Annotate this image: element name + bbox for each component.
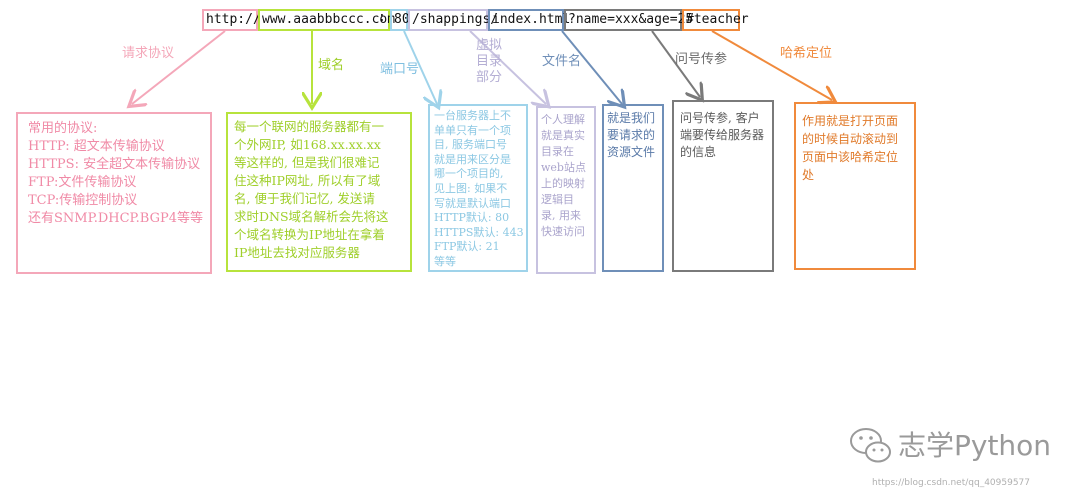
- domain-box-line: 每一个联网的服务器都有一: [234, 119, 385, 134]
- protocol-box-line: HTTP: 超文本传输协议: [28, 139, 165, 154]
- virtual-box-line: 上的映射: [541, 177, 585, 190]
- port-box-line: 目, 服务端口号: [434, 138, 507, 152]
- url-port-separator: :: [378, 10, 386, 25]
- query-box: 问号传参, 客户端要传给服务器的信息: [672, 100, 774, 272]
- url-hash: #teacher: [682, 9, 749, 31]
- port-box-line: HTTPS默认: 443: [434, 225, 524, 239]
- port-box-line: 一台服务器上不: [434, 109, 511, 122]
- arrow-hash: [711, 30, 832, 100]
- label-protocol: 请求协议: [122, 46, 175, 61]
- watermark-url: https://blog.csdn.net/qq_40959577: [872, 478, 1031, 488]
- hash-box-text: 作用就是打开页面的时候自动滚动到页面中该哈希定位处: [802, 114, 899, 182]
- wechat-icon: [850, 428, 891, 463]
- port-box-line: 等等: [434, 254, 456, 268]
- arrow-port: [403, 30, 437, 104]
- virtual-box: 个人理解 就是真实 目录在 web站点 上的映射 逻辑目 录, 用来 快速访问: [536, 106, 596, 274]
- protocol-box-line: HTTPS: 安全超文本传输协议: [28, 157, 201, 172]
- virtual-box-line: web站点: [541, 161, 586, 174]
- port-box-line: HTTP默认: 80: [434, 211, 510, 225]
- label-virtual: 虚拟 目录 部分: [476, 38, 502, 86]
- port-box: 一台服务器上不 单单只有一个项 目, 服务端口号 就是用来区分是 哪一个项目的,…: [428, 104, 528, 272]
- url-path: /shappings/: [408, 9, 498, 31]
- protocol-box: 常用的协议: HTTP: 超文本传输协议 HTTPS: 安全超文本传输协议 FT…: [16, 112, 212, 274]
- domain-box-line: 个域名转换为IP地址在拿着: [234, 227, 385, 242]
- label-virtual-line: 虚拟: [476, 38, 503, 53]
- port-box-line: 哪一个项目的,: [434, 167, 504, 181]
- virtual-box-line: 个人理解: [541, 113, 585, 126]
- protocol-box-line: FTP:文件传输协议: [28, 175, 137, 190]
- hash-box: 作用就是打开页面的时候自动滚动到页面中该哈希定位处: [794, 102, 916, 270]
- label-port: 端口号: [380, 62, 420, 77]
- port-box-line: 单单只有一个项: [434, 123, 511, 137]
- virtual-box-line: 快速访问: [541, 225, 585, 238]
- port-box-line: 写就是默认端口: [434, 196, 511, 210]
- protocol-box-line: 常用的协议:: [28, 121, 98, 136]
- domain-box-line: 等这样的, 但是我们很难记: [234, 155, 380, 170]
- virtual-box-line: 就是真实: [541, 129, 585, 142]
- domain-box-line: 名, 便于我们记忆, 发送请: [234, 191, 375, 206]
- query-box-text: 问号传参, 客户端要传给服务器的信息: [680, 111, 765, 159]
- file-box-line: 资源文件: [607, 145, 656, 159]
- arrow-query: [651, 30, 700, 97]
- label-domain: 域名: [318, 58, 345, 73]
- label-hash: 哈希定位: [780, 46, 833, 61]
- domain-box-line: 个外网IP, 如168.xx.xx.xx: [234, 137, 381, 152]
- arrow-file: [561, 30, 622, 104]
- domain-box-line: 住这种IP网址, 所以有了域: [234, 173, 381, 188]
- domain-box: 每一个联网的服务器都有一 个外网IP, 如168.xx.xx.xx 等这样的, …: [226, 112, 412, 272]
- virtual-box-line: 逻辑目: [541, 193, 574, 206]
- arrow-protocol: [132, 30, 226, 104]
- domain-box-line: 求时DNS域名解析会先将这: [234, 209, 389, 224]
- file-box: 就是我们 要请求的 资源文件: [602, 104, 664, 272]
- label-file: 文件名: [542, 54, 582, 69]
- label-query: 问号传参: [675, 52, 728, 67]
- label-virtual-line: 部分: [476, 70, 503, 85]
- url-query: ?name=xxx&age=25: [564, 9, 693, 31]
- port-box-line: FTP默认: 21: [434, 240, 500, 254]
- domain-box-line: IP地址去找对应服务器: [234, 245, 360, 260]
- file-box-line: 就是我们: [607, 111, 656, 125]
- watermark-brand: 志学Python: [898, 429, 1052, 462]
- url-file: index.html: [488, 9, 570, 31]
- label-virtual-line: 目录: [476, 54, 503, 69]
- url-protocol: http://: [202, 9, 261, 31]
- port-box-line: 见上图: 如果不: [434, 181, 508, 195]
- virtual-box-line: 目录在: [541, 145, 574, 158]
- url-domain: www.aaabbbccc.com: [258, 9, 395, 31]
- url-port-value: 80: [394, 12, 410, 27]
- file-box-line: 要请求的: [607, 128, 656, 142]
- virtual-box-line: 录, 用来: [541, 209, 581, 222]
- arrow-virtual: [469, 30, 546, 104]
- port-box-line: 就是用来区分是: [434, 152, 511, 166]
- protocol-box-line: 还有SNMP.DHCP.BGP4等等: [28, 211, 203, 226]
- protocol-box-line: TCP:传输控制协议: [28, 193, 138, 208]
- url-port: 80: [390, 9, 410, 31]
